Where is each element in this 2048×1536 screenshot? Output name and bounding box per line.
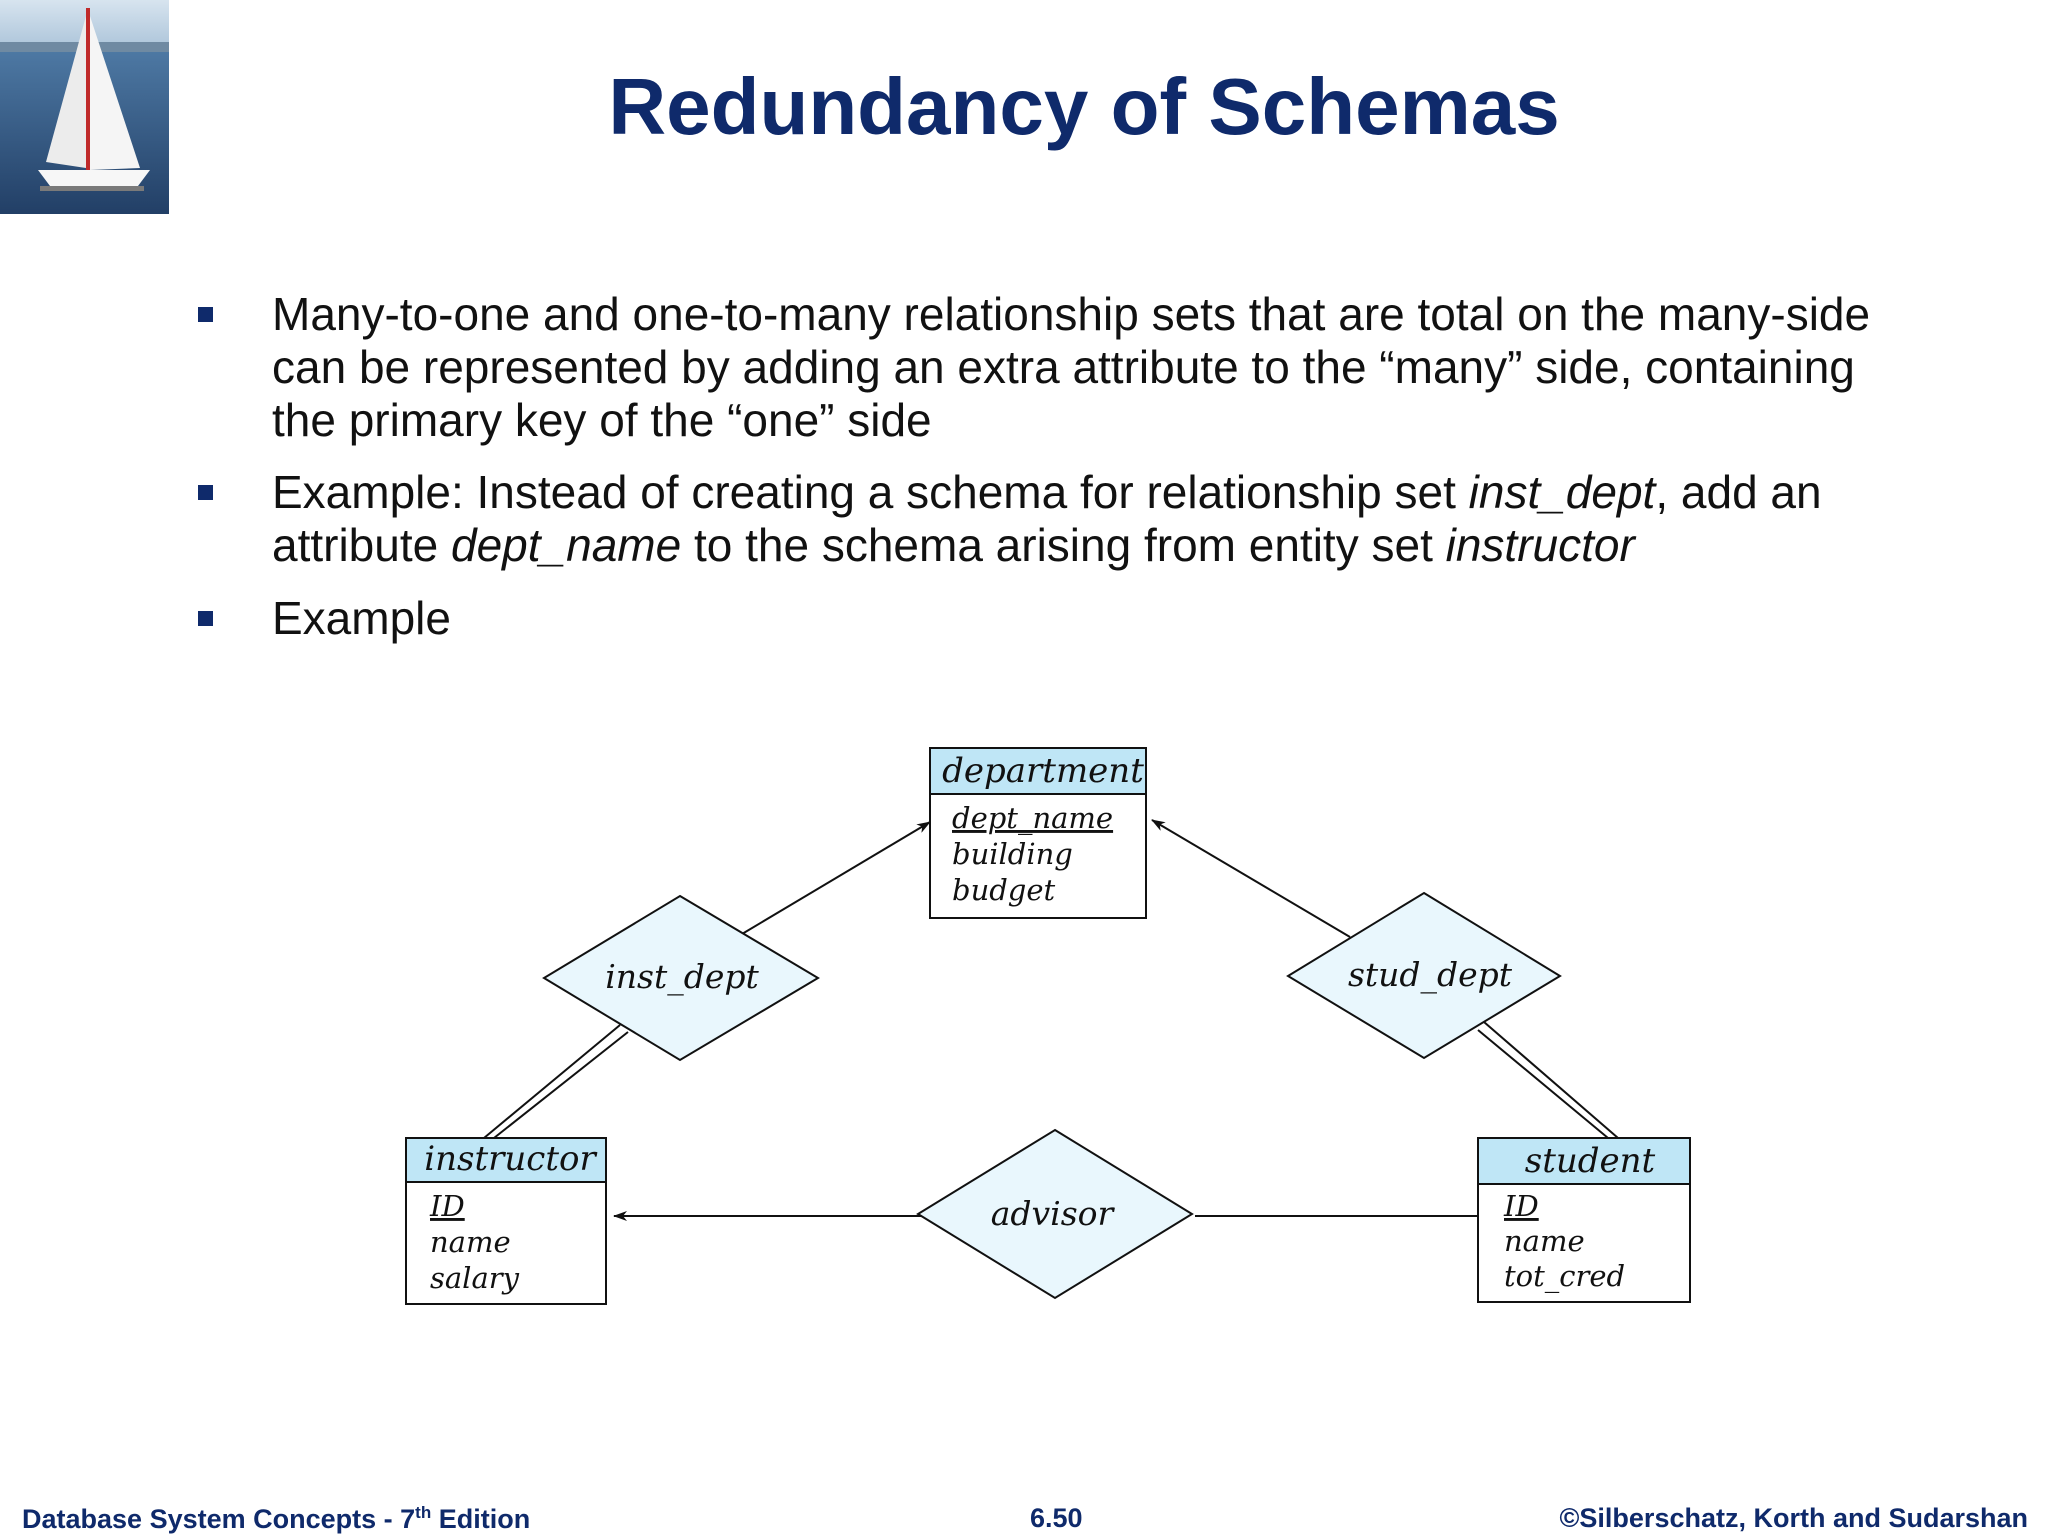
bullet-text: Many-to-one and one-to-many relationship… xyxy=(272,288,1871,446)
line-stud-dept-to-department xyxy=(1151,819,1351,938)
relationship-advisor: advisor xyxy=(916,1128,1194,1300)
total-line-student xyxy=(1483,1021,1619,1139)
entity-attr: name xyxy=(430,1225,511,1259)
relationship-stud-dept: stud_dept xyxy=(1286,891,1562,1060)
total-line-student xyxy=(1477,1029,1609,1139)
sailboat-logo-icon xyxy=(0,0,169,214)
bullet-marker xyxy=(198,485,213,500)
entity-student: student ID name tot_cred xyxy=(1477,1137,1691,1303)
bullet-text: Example xyxy=(272,592,451,644)
bullet-marker xyxy=(198,307,213,322)
entity-title: department xyxy=(942,751,1144,791)
total-line-instructor xyxy=(483,1024,621,1139)
bullet-text: Example: Instead of creating a schema fo… xyxy=(272,466,1822,571)
relationship-label: inst_dept xyxy=(605,957,759,997)
slide-title: Redundancy of Schemas xyxy=(608,62,1560,151)
entity-attr: name xyxy=(1504,1224,1585,1258)
footer-left: Database System Concepts - 7th Edition xyxy=(22,1503,531,1534)
entity-attr-pk: ID xyxy=(429,1189,465,1223)
entity-title: instructor xyxy=(424,1139,597,1179)
line-inst-dept-to-department xyxy=(741,821,931,935)
relationship-label: stud_dept xyxy=(1348,955,1513,995)
entity-title: student xyxy=(1525,1141,1656,1181)
entity-instructor: instructor ID name salary xyxy=(405,1137,607,1305)
entity-attr: salary xyxy=(430,1261,520,1295)
entity-attr: building xyxy=(952,837,1073,871)
footer-right: ©Silberschatz, Korth and Sudarshan xyxy=(1559,1503,2028,1533)
relationship-label: advisor xyxy=(991,1194,1116,1233)
entity-attr-pk: ID xyxy=(1503,1189,1539,1223)
total-line-instructor xyxy=(493,1031,629,1139)
entity-attr: tot_cred xyxy=(1504,1259,1625,1294)
entity-attr-pk: dept_name xyxy=(952,801,1113,836)
entity-attr: budget xyxy=(952,873,1056,907)
bullet-marker xyxy=(198,611,213,626)
entity-department: department dept_name building budget xyxy=(929,747,1147,919)
footer-page-number: 6.50 xyxy=(1030,1503,1083,1533)
relationship-inst-dept: inst_dept xyxy=(542,894,820,1062)
